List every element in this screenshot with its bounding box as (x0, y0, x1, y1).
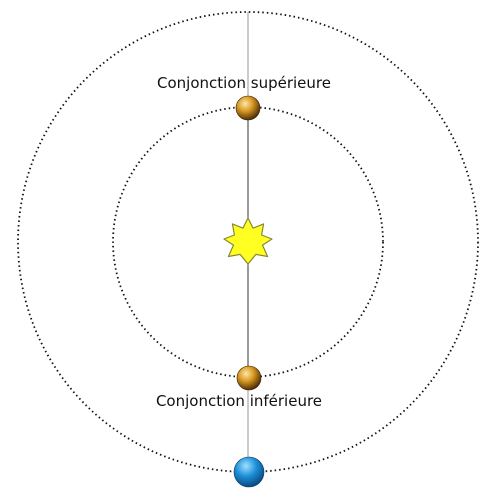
inner-planet-superior-icon (235, 95, 261, 121)
sun-star-icon (223, 217, 273, 265)
inner-planet-inferior-icon (236, 365, 262, 391)
label-superior-conjunction: Conjonction supérieure (157, 74, 331, 92)
label-inferior-conjunction: Conjonction inférieure (156, 392, 322, 410)
earth-icon (233, 456, 265, 488)
